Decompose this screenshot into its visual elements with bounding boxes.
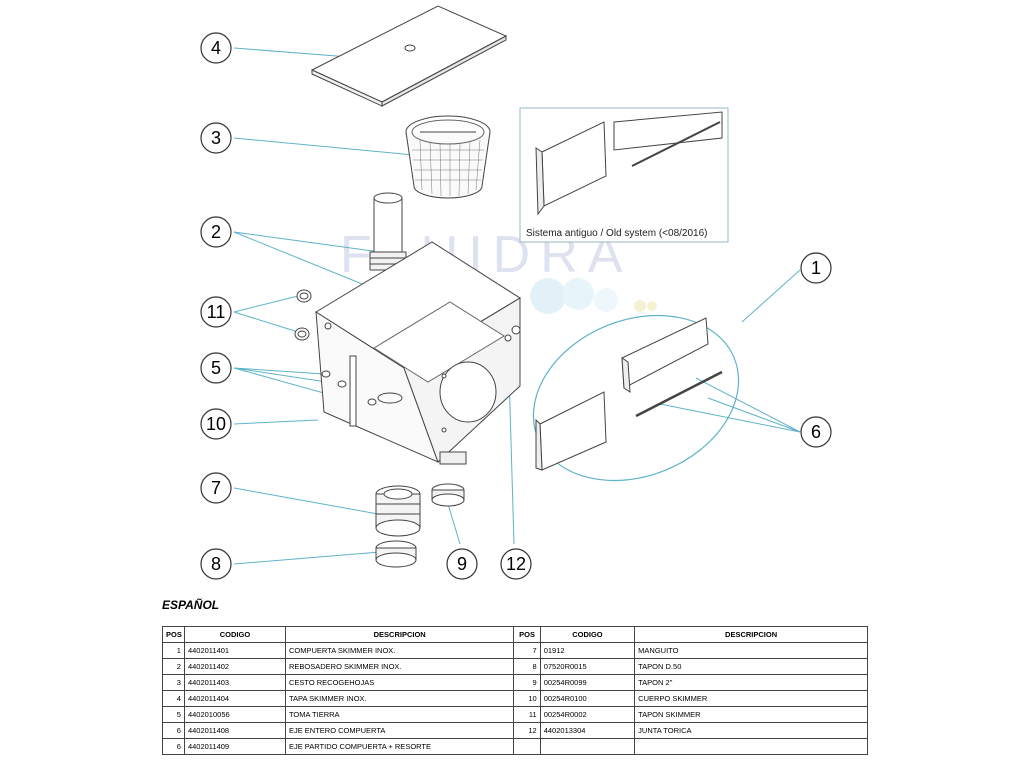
pos-cell: 6 [162, 722, 185, 739]
part-basket [405, 115, 491, 199]
pos-cell: 1 [162, 642, 185, 659]
pos-cell: 10 [513, 690, 541, 707]
pos-cell: 12 [513, 722, 541, 739]
svg-text:11: 11 [207, 302, 226, 322]
part-cap-2in [431, 483, 465, 507]
header-descripcion: DESCRIPCION [634, 626, 868, 643]
description-cell: EJE ENTERO COMPUERTA [284, 722, 515, 739]
callout-4: 4 [200, 32, 232, 64]
code-cell: 4402011402 [183, 658, 286, 675]
code-cell: 00254R0099 [539, 674, 636, 691]
pos-cell: 6 [162, 738, 185, 755]
code-cell: 4402013304 [539, 722, 636, 739]
svg-text:1: 1 [811, 258, 821, 278]
code-cell: 00254R0100 [539, 690, 636, 707]
code-cell: 4402011403 [183, 674, 286, 691]
callout-10: 10 [200, 408, 232, 440]
svg-text:10: 10 [206, 414, 226, 434]
svg-text:4: 4 [211, 38, 221, 58]
description-cell [634, 738, 868, 755]
table-row: 2 4402011402 REBOSADERO SKIMMER INOX. 8 … [162, 658, 868, 675]
part-plugs [294, 289, 312, 341]
watermark-logo [530, 278, 657, 314]
callout-9: 9 [446, 548, 478, 580]
description-cell: TAPON 2" [634, 674, 868, 691]
header-descripcion: DESCRIPCION [284, 626, 515, 643]
callout-2: 2 [200, 216, 232, 248]
exploded-diagram: FLUIDRA 4 3 2 11 5 10 7 8 [200, 5, 832, 580]
table-row: 1 4402011401 COMPUERTA SKIMMER INOX. 7 0… [162, 642, 868, 659]
code-cell: 00254R0002 [539, 706, 636, 723]
callout-6: 6 [800, 416, 832, 448]
code-cell: 07520R0015 [539, 658, 636, 675]
code-cell: 4402011408 [183, 722, 286, 739]
header-pos: POS [162, 626, 185, 643]
code-cell: 4402011409 [183, 738, 286, 755]
svg-text:3: 3 [211, 128, 221, 148]
pos-cell: 9 [513, 674, 541, 691]
pos-cell: 5 [162, 706, 185, 723]
part-lid [310, 5, 508, 107]
pos-cell: 4 [162, 690, 185, 707]
description-cell: REBOSADERO SKIMMER INOX. [284, 658, 515, 675]
svg-text:9: 9 [457, 554, 467, 574]
description-cell: JUNTA TORICA [634, 722, 868, 739]
part-ground-screws [321, 370, 377, 406]
callout-7: 7 [200, 472, 232, 504]
code-cell: 01912 [539, 642, 636, 659]
old-system-inset: Sistema antiguo / Old system (<08/2016) [519, 107, 729, 243]
pos-cell: 8 [513, 658, 541, 675]
description-cell: TOMA TIERRA [284, 706, 515, 723]
header-codigo: CODIGO [539, 626, 636, 643]
svg-text:2: 2 [211, 222, 221, 242]
svg-text:12: 12 [506, 554, 526, 574]
pos-cell: 3 [162, 674, 185, 691]
code-cell: 4402011401 [183, 642, 286, 659]
description-cell: CUERPO SKIMMER [634, 690, 868, 707]
table-row: 6 4402011408 EJE ENTERO COMPUERTA 12 440… [162, 722, 868, 739]
part-cap-d50 [375, 540, 417, 568]
code-cell [539, 738, 636, 755]
old-system-label: Sistema antiguo / Old system (<08/2016) [526, 228, 707, 239]
table-row: 5 4402010056 TOMA TIERRA 11 00254R0002 T… [162, 706, 868, 723]
description-cell: EJE PARTIDO COMPUERTA + RESORTE [284, 738, 515, 755]
description-cell: COMPUERTA SKIMMER INOX. [284, 642, 515, 659]
svg-text:8: 8 [211, 554, 221, 574]
parts-table: POS CODIGO DESCRIPCION POS CODIGO DESCRI… [162, 626, 868, 755]
table-row: 6 4402011409 EJE PARTIDO COMPUERTA + RES… [162, 738, 868, 755]
pos-cell: 2 [162, 658, 185, 675]
callout-8: 8 [200, 548, 232, 580]
code-cell: 4402010056 [183, 706, 286, 723]
table-header-row: POS CODIGO DESCRIPCION POS CODIGO DESCRI… [162, 626, 868, 643]
callout-1: 1 [800, 252, 832, 284]
table-row: 3 4402011403 CESTO RECOGEHOJAS 9 00254R0… [162, 674, 868, 691]
part-sleeve [375, 485, 421, 537]
table-row: 4 4402011404 TAPA SKIMMER INOX. 10 00254… [162, 690, 868, 707]
pos-cell: 7 [513, 642, 541, 659]
pos-cell: 11 [513, 706, 541, 723]
callout-12: 12 [500, 548, 532, 580]
description-cell: TAPON SKIMMER [634, 706, 868, 723]
callout-11: 11 [200, 296, 232, 328]
callout-3: 3 [200, 122, 232, 154]
section-title: ESPAÑOL [162, 598, 220, 612]
callout-5: 5 [200, 352, 232, 384]
description-cell: CESTO RECOGEHOJAS [284, 674, 515, 691]
pos-cell [513, 738, 541, 755]
leader-lines [233, 47, 801, 565]
svg-text:6: 6 [811, 422, 821, 442]
code-cell: 4402011404 [183, 690, 286, 707]
header-pos: POS [513, 626, 541, 643]
description-cell: TAPA SKIMMER INOX. [284, 690, 515, 707]
description-cell: TAPON D.50 [634, 658, 868, 675]
description-cell: MANGUITO [634, 642, 868, 659]
part-skimmer-body [315, 241, 521, 465]
header-codigo: CODIGO [183, 626, 286, 643]
svg-text:7: 7 [211, 478, 221, 498]
svg-text:5: 5 [211, 358, 221, 378]
part-gate-assembly [532, 314, 740, 482]
